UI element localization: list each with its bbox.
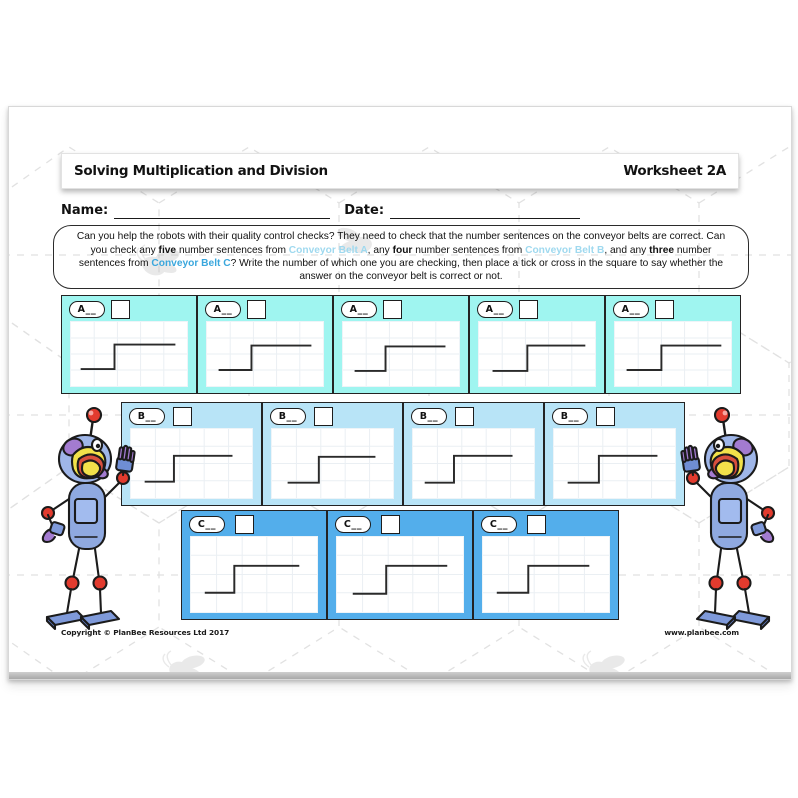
- belt-b-panel: [553, 428, 676, 499]
- instr-seg-7: ? Write the number of which one you are …: [230, 258, 724, 283]
- belt-b-mention: Conveyor Belt B: [525, 244, 605, 256]
- page-footer: Copyright © PlanBee Resources Ltd 2017 w…: [61, 628, 739, 637]
- conveyor-belt-c-row: C__ C__: [181, 510, 619, 620]
- belt-b-tag: B__: [552, 408, 588, 425]
- belt-b-tick-box[interactable]: [314, 407, 333, 426]
- instr-seg-6: number sentences from: [78, 244, 712, 269]
- belt-c-tick-box[interactable]: [527, 515, 546, 534]
- bee-watermark: [162, 650, 205, 679]
- belt-b-panel: [130, 428, 253, 499]
- worksheet-label: Worksheet 2A: [623, 163, 726, 179]
- belt-c-cell[interactable]: C__: [473, 510, 619, 620]
- name-label: Name:: [61, 203, 109, 218]
- belt-a-mention: Conveyor Belt A: [288, 244, 368, 256]
- robot-illustration-right: [680, 406, 776, 631]
- belt-c-panel: [336, 536, 464, 613]
- copyright-text: Copyright © PlanBee Resources Ltd 2017: [61, 628, 230, 637]
- instr-seg-4: number sentences from: [412, 244, 526, 256]
- belt-c-mention: Conveyor Belt C: [151, 258, 231, 269]
- worksheet-header-bar: Solving Multiplication and Division Work…: [61, 153, 739, 189]
- name-input[interactable]: [114, 202, 331, 219]
- belt-b-tick-box[interactable]: [596, 407, 615, 426]
- instr-count-five: five: [158, 244, 177, 256]
- belt-a-tick-box[interactable]: [111, 300, 130, 319]
- belt-a-panel: [342, 321, 460, 387]
- belt-a-cell[interactable]: A__: [197, 295, 333, 394]
- belt-b-cell[interactable]: B__: [262, 402, 403, 506]
- belt-a-tick-box[interactable]: [247, 300, 266, 319]
- instr-count-three: three: [649, 244, 675, 256]
- belt-a-panel: [478, 321, 596, 387]
- belt-a-cell[interactable]: A__: [605, 295, 741, 394]
- worksheet-page: Solving Multiplication and Division Work…: [8, 106, 792, 680]
- belt-c-panel: [482, 536, 610, 613]
- belt-c-cell[interactable]: C__: [327, 510, 473, 620]
- belt-b-tick-box[interactable]: [455, 407, 474, 426]
- belt-b-tag: B__: [129, 408, 165, 425]
- belt-c-tick-box[interactable]: [381, 515, 400, 534]
- belt-a-tag: A__: [613, 301, 649, 318]
- conveyor-belt-b-row: B__ B__: [121, 402, 685, 506]
- belt-c-tag: C__: [335, 516, 371, 533]
- instructions-text: Can you help the robots with their quali…: [68, 230, 734, 284]
- belt-b-tag: B__: [411, 408, 447, 425]
- belt-c-cell[interactable]: C__: [181, 510, 327, 620]
- belt-a-tag: A__: [205, 301, 241, 318]
- conveyor-belt-a-row: A__ A__: [61, 295, 741, 394]
- instr-seg-5: , and any: [604, 244, 650, 256]
- website-link[interactable]: www.planbee.com: [664, 628, 739, 637]
- belt-a-panel: [206, 321, 324, 387]
- instr-seg-3: , any: [367, 244, 393, 256]
- instr-seg-2: number sentences from: [176, 244, 289, 256]
- belt-a-tick-box[interactable]: [383, 300, 402, 319]
- bee-watermark: [582, 650, 625, 679]
- belt-a-panel: [614, 321, 732, 387]
- belt-b-cell[interactable]: B__: [403, 402, 544, 506]
- instr-seg-1: Can you help the robots with their quali…: [76, 231, 726, 256]
- belt-b-cell[interactable]: B__: [544, 402, 685, 506]
- belt-a-tick-box[interactable]: [655, 300, 674, 319]
- date-input[interactable]: [390, 202, 581, 219]
- page-title: Solving Multiplication and Division: [74, 163, 328, 179]
- belt-c-tag: C__: [189, 516, 225, 533]
- belt-a-tag: A__: [477, 301, 513, 318]
- belt-c-tick-box[interactable]: [235, 515, 254, 534]
- belt-c-tag: C__: [481, 516, 517, 533]
- belt-b-panel: [412, 428, 535, 499]
- instr-count-four: four: [392, 244, 413, 256]
- belt-c-panel: [190, 536, 318, 613]
- instructions-bubble: Can you help the robots with their quali…: [53, 225, 749, 289]
- belt-a-tag: A__: [341, 301, 377, 318]
- belt-a-cell[interactable]: A__: [469, 295, 605, 394]
- belt-b-cell[interactable]: B__: [121, 402, 262, 506]
- date-label: Date:: [344, 203, 385, 218]
- belt-b-panel: [271, 428, 394, 499]
- belt-a-tag: A__: [69, 301, 105, 318]
- belt-b-tag: B__: [270, 408, 306, 425]
- belt-a-panel: [70, 321, 188, 387]
- belt-b-tick-box[interactable]: [173, 407, 192, 426]
- belt-a-tick-box[interactable]: [519, 300, 538, 319]
- name-date-row: Name: Date:: [61, 193, 739, 219]
- belt-a-cell[interactable]: A__: [333, 295, 469, 394]
- belt-a-cell[interactable]: A__: [61, 295, 197, 394]
